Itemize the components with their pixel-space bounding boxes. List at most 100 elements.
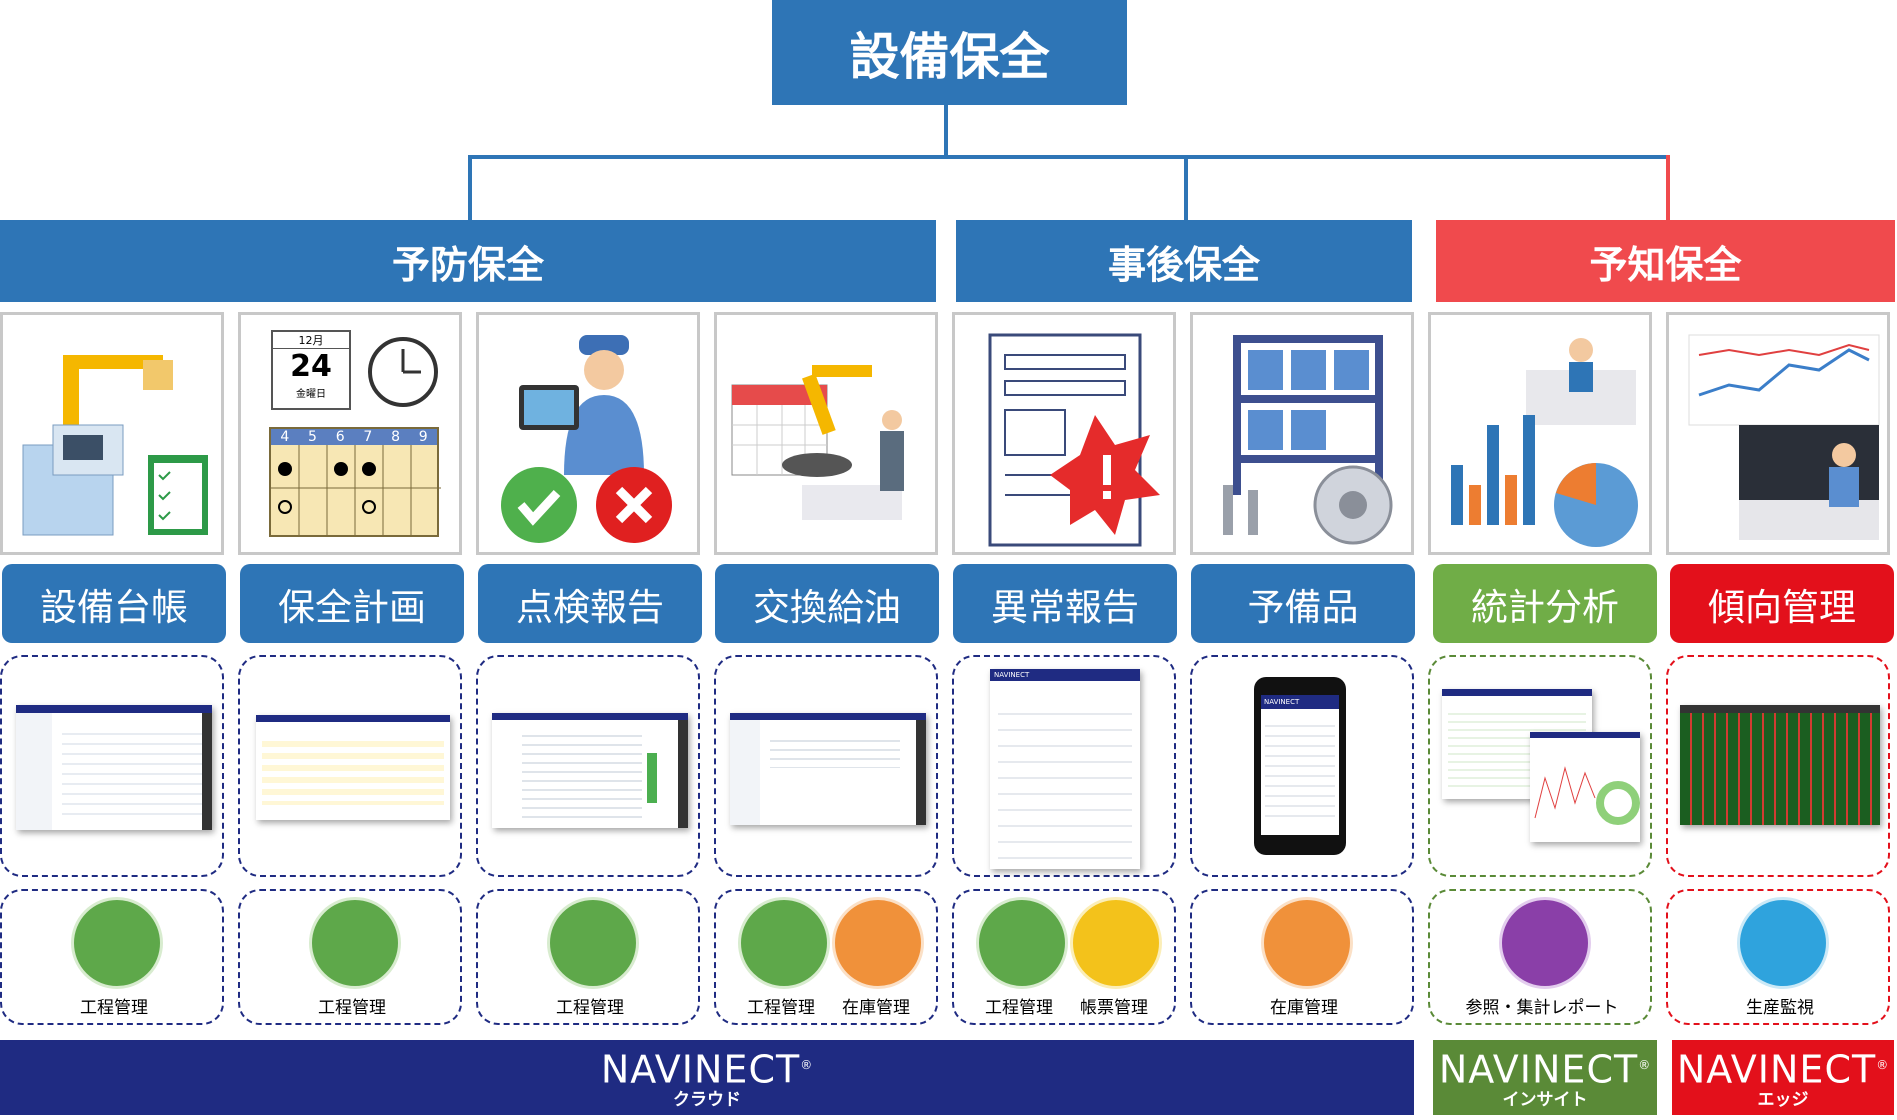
mini-screenshot (1680, 705, 1880, 825)
mini-screenshot (492, 713, 688, 828)
connector-right (1666, 155, 1670, 220)
brand-edge: NAVINECT® エッジ (1672, 1040, 1894, 1115)
brand-cloud: NAVINECT® クラウド (0, 1040, 1414, 1115)
calendar-day: 24 (290, 349, 332, 384)
schedule-day: 6 (335, 429, 345, 445)
screen-statistical-analysis (1428, 655, 1652, 877)
schedule-day: 7 (363, 429, 373, 445)
module-cell-8: 生産監視 (1666, 889, 1890, 1025)
function-maintenance-plan: 保全計画 (240, 564, 464, 643)
calendar-robot-icon (731, 365, 904, 520)
brand-name: NAVINECT (1676, 1047, 1877, 1092)
module-label: 帳票管理 (1080, 998, 1148, 1018)
warning-document-icon (988, 333, 1160, 547)
function-trend-management: 傾向管理 (1670, 564, 1894, 643)
registered-mark: ® (1638, 1058, 1652, 1073)
module-label: 工程管理 (985, 998, 1053, 1018)
illustration-anomaly-report (952, 312, 1176, 555)
brand-name: NAVINECT (1438, 1047, 1639, 1092)
function-equipment-ledger: 設備台帳 (2, 564, 226, 643)
process-management-icon (309, 897, 401, 989)
module-label: 工程管理 (80, 998, 148, 1018)
module-cell-5: 工程管理 帳票管理 (952, 889, 1176, 1025)
illustration-maintenance-plan: 12月 24 金曜日 4 5 6 7 8 9 (238, 312, 462, 555)
schedule-grid: 4 5 6 7 8 9 (269, 427, 441, 537)
screen-anomaly-report: NAVINECT (952, 655, 1176, 877)
mini-screenshot (730, 713, 926, 825)
category-corrective: 事後保全 (956, 220, 1412, 302)
screen-trend-management (1666, 655, 1890, 877)
inventory-management-icon (1261, 897, 1353, 989)
module-cell-4: 工程管理 在庫管理 (714, 889, 938, 1025)
module-label: 生産監視 (1746, 998, 1814, 1018)
robot-arm-icon (22, 355, 208, 536)
brand-sub: エッジ (1757, 1089, 1809, 1110)
mini-screenshot (256, 715, 450, 820)
connector-left (468, 155, 472, 220)
module-label: 工程管理 (747, 998, 815, 1018)
category-preventive: 予防保全 (0, 220, 936, 302)
module-label: 在庫管理 (842, 998, 910, 1018)
illustration-equipment-ledger (0, 312, 224, 555)
clock-icon (368, 337, 438, 407)
navinect-logo: NAVINECT (1261, 695, 1339, 709)
brand-sub: インサイト (1502, 1089, 1588, 1110)
process-management-icon (976, 897, 1068, 989)
inventory-management-icon (832, 897, 924, 989)
schedule-day: 9 (418, 429, 428, 445)
illustration-inspection-report (476, 312, 700, 555)
module-label: 工程管理 (556, 998, 624, 1018)
module-label: 工程管理 (318, 998, 386, 1018)
calendar-note: 金曜日 (296, 389, 326, 400)
monitoring-desk-icon (1688, 334, 1880, 540)
module-cell-3: 工程管理 (476, 889, 700, 1025)
mini-screenshot: NAVINECT (990, 669, 1140, 869)
navinect-logo: NAVINECT (990, 669, 1140, 681)
module-label: 在庫管理 (1270, 998, 1338, 1018)
analysis-chart-icon (1451, 338, 1638, 547)
illustration-replacement-lubrication (714, 312, 938, 555)
function-anomaly-report: 異常報告 (953, 564, 1177, 643)
diagram-title: 設備保全 (772, 0, 1127, 105)
schedule-day: 8 (391, 429, 400, 445)
module-label: 参照・集計レポート (1465, 998, 1619, 1018)
function-spare-parts: 予備品 (1191, 564, 1415, 643)
production-monitoring-icon (1737, 897, 1829, 989)
module-cell-7: 参照・集計レポート (1428, 889, 1652, 1025)
brand-sub: クラウド (673, 1089, 741, 1110)
calendar-page: 12月 24 金曜日 (271, 330, 351, 410)
screen-replacement-lubrication (714, 655, 938, 877)
schedule-day: 5 (308, 429, 317, 445)
illustration-statistical-analysis (1428, 312, 1652, 555)
brand-insight: NAVINECT® インサイト (1433, 1040, 1657, 1115)
calendar-month: 12月 (273, 332, 349, 349)
screen-spare-parts: NAVINECT (1190, 655, 1414, 877)
report-icon (1499, 897, 1591, 989)
module-cell-6: 在庫管理 (1190, 889, 1414, 1025)
function-inspection-report: 点検報告 (478, 564, 702, 643)
connector-middle (1184, 155, 1188, 220)
connector-trunk (944, 105, 948, 157)
worker-tablet-icon (501, 335, 672, 543)
brand-name: NAVINECT (600, 1047, 801, 1092)
category-predictive: 予知保全 (1436, 220, 1895, 302)
screen-equipment-ledger (0, 655, 224, 877)
module-cell-2: 工程管理 (238, 889, 462, 1025)
process-management-icon (738, 897, 830, 989)
registered-mark: ® (1876, 1058, 1890, 1073)
mini-screenshot (16, 705, 212, 830)
function-replacement-lubrication: 交換給油 (715, 564, 939, 643)
screen-maintenance-plan (238, 655, 462, 877)
form-management-icon (1070, 897, 1162, 989)
function-statistical-analysis: 統計分析 (1433, 564, 1657, 643)
illustration-spare-parts (1190, 312, 1414, 555)
process-management-icon (547, 897, 639, 989)
illustration-trend-management (1666, 312, 1890, 555)
process-management-icon (71, 897, 163, 989)
module-cell-1: 工程管理 (0, 889, 224, 1025)
connector-horizontal (468, 155, 1668, 159)
parts-shelf-icon (1223, 335, 1393, 545)
screen-inspection-report (476, 655, 700, 877)
registered-mark: ® (800, 1058, 814, 1073)
schedule-day: 4 (280, 429, 290, 445)
